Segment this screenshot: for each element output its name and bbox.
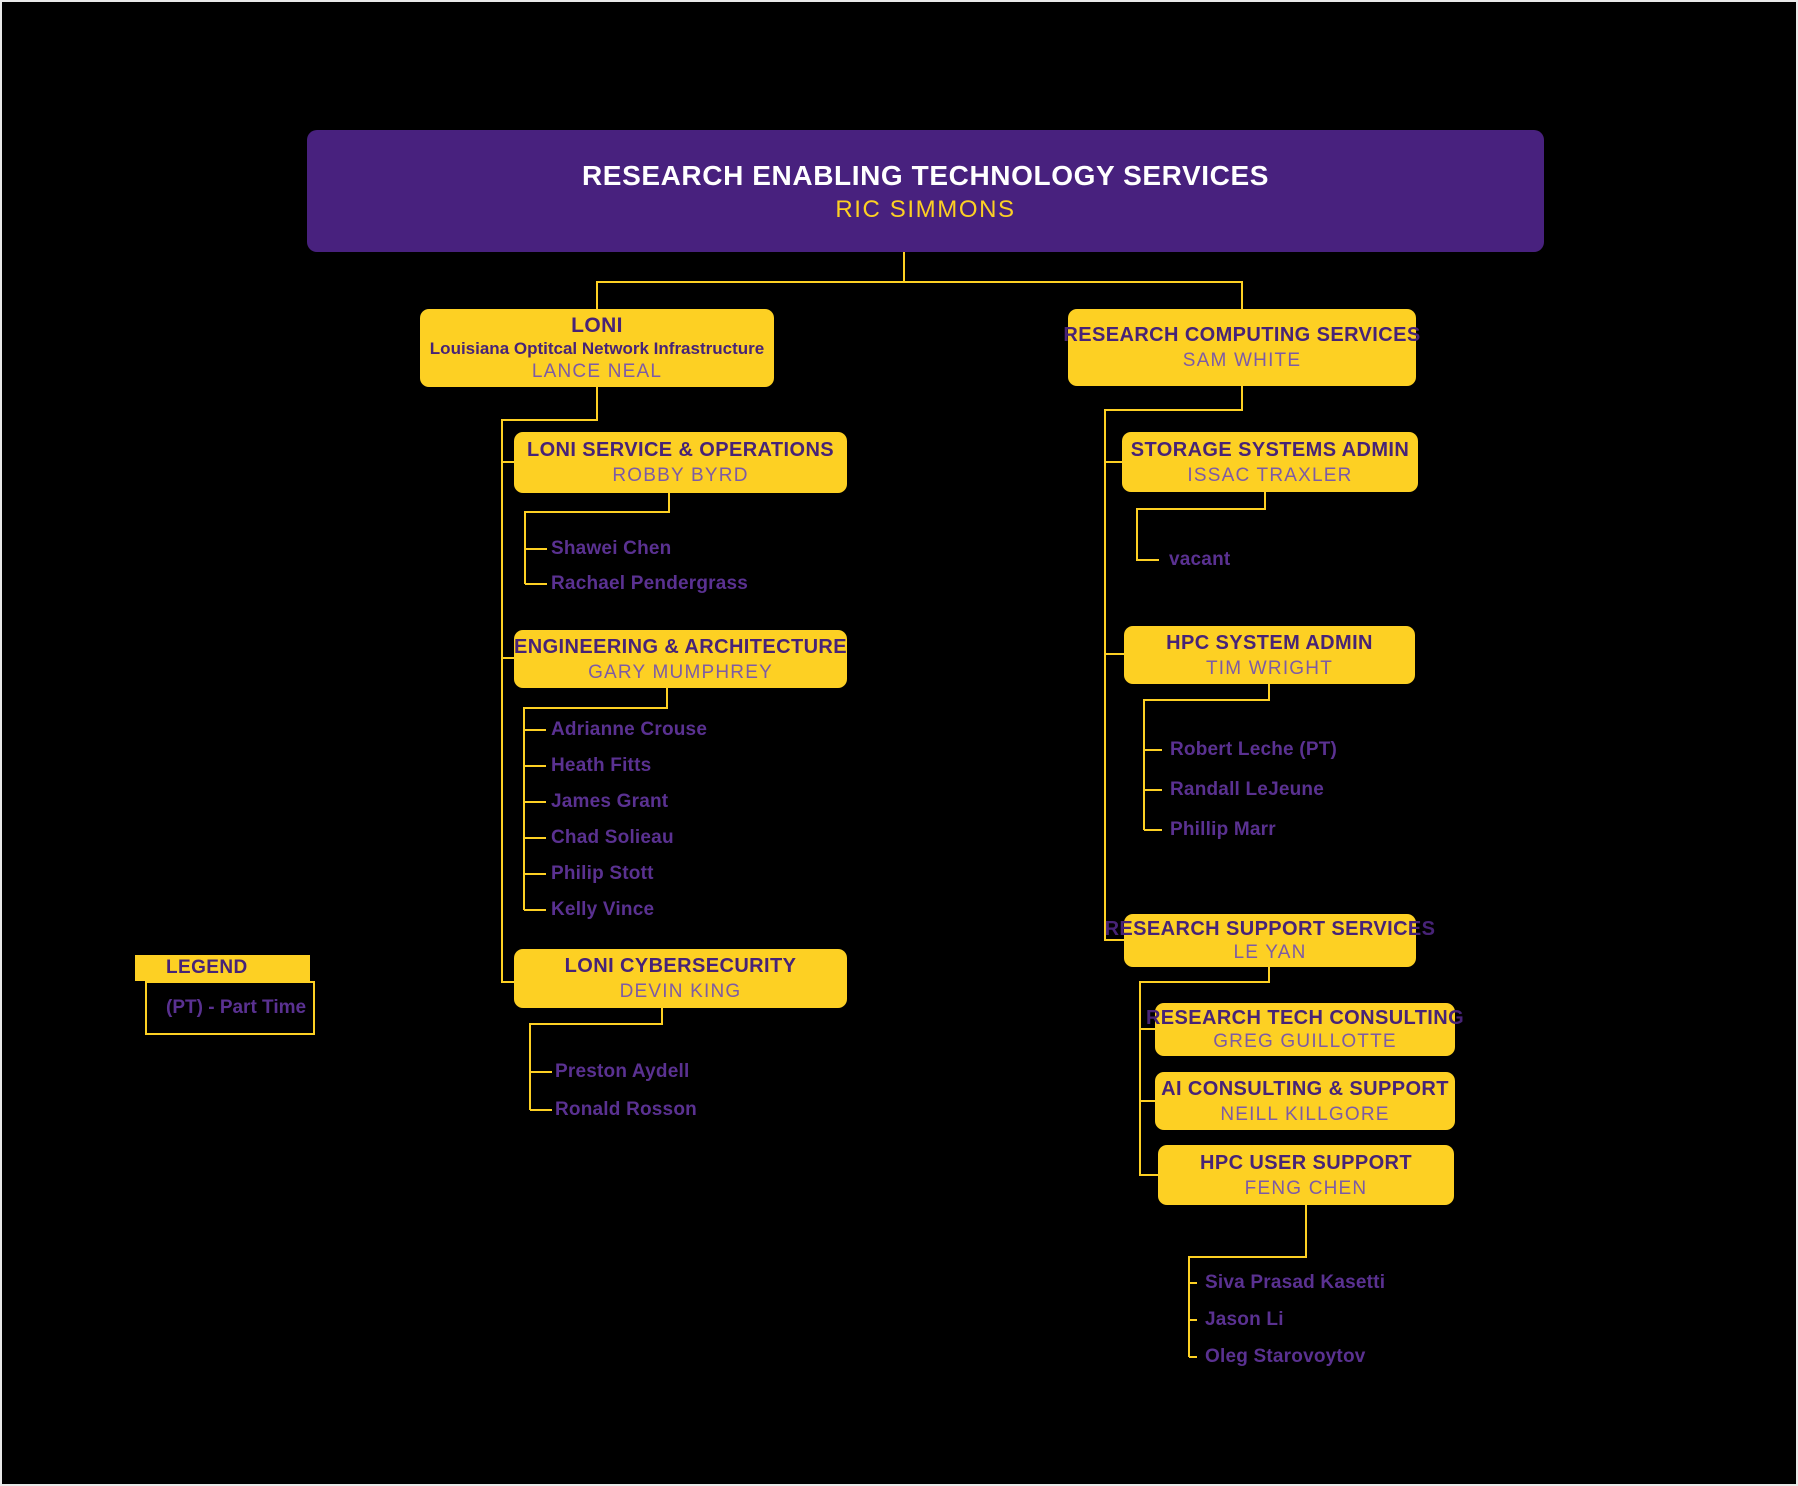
org-box-title: LONI SERVICE & OPERATIONS — [526, 439, 835, 461]
staff-name: James Grant — [551, 791, 669, 812]
staff-name: Philip Stott — [551, 863, 654, 884]
org-box-title: RESEARCH TECH CONSULTING — [1145, 1007, 1465, 1029]
connector-rss-rail — [1139, 967, 1270, 1176]
org-box-research-support-services: RESEARCH SUPPORT SERVICES LE YAN — [1105, 914, 1435, 967]
org-box-title: LONI — [571, 313, 623, 337]
org-box-research-tech-consulting: RESEARCH TECH CONSULTING GREG GUILLOTTE — [1146, 1003, 1464, 1056]
org-box-hpc-user-support: HPC USER SUPPORT FENG CHEN — [1158, 1145, 1454, 1205]
org-box-title: LONI CYBERSECURITY — [564, 955, 797, 977]
connector-eng-arch-staff — [523, 688, 668, 911]
org-box-loni-cybersecurity: LONI CYBERSECURITY DEVIN KING — [514, 949, 847, 1008]
connector-loni-cyber-staff — [529, 1008, 663, 1111]
org-box-person: LE YAN — [1233, 942, 1307, 963]
org-box-person: TIM WRIGHT — [1205, 657, 1334, 679]
connector-hpc-admin-staff — [1143, 684, 1270, 831]
legend-title: LEGEND — [166, 957, 248, 978]
org-box-person: ROBBY BYRD — [612, 465, 749, 486]
org-box-engineering-architecture: ENGINEERING & ARCHITECTURE GARY MUMPHREY — [514, 630, 847, 688]
legend-body: (PT) - Part Time — [145, 981, 315, 1035]
org-box-title: RESEARCH SUPPORT SERVICES — [1104, 918, 1436, 940]
connector-loni-service-staff — [524, 493, 670, 585]
org-box-title: ENGINEERING & ARCHITECTURE — [514, 635, 848, 658]
staff-name: Heath Fitts — [551, 755, 652, 776]
org-box-loni: LONI Louisiana Optitcal Network Infrastr… — [420, 309, 774, 387]
connector-storage-staff — [1136, 492, 1266, 561]
org-box-research-computing-services: RESEARCH COMPUTING SERVICES SAM WHITE — [1063, 309, 1420, 386]
staff-name: Randall LeJeune — [1170, 779, 1324, 800]
org-box-subtitle: Louisiana Optitcal Network Infrastructur… — [429, 338, 765, 358]
org-box-person: DEVIN KING — [619, 981, 742, 1002]
legend-entry: (PT) - Part Time — [166, 997, 307, 1018]
org-box-title: AI CONSULTING & SUPPORT — [1161, 1077, 1449, 1100]
org-box-title: HPC SYSTEM ADMIN — [1166, 631, 1373, 654]
legend-header: LEGEND — [135, 955, 310, 981]
org-box-person: GARY MUMPHREY — [588, 661, 773, 683]
staff-name: Rachael Pendergrass — [551, 573, 749, 594]
org-box-person: ISSAC TRAXLER — [1187, 464, 1353, 486]
org-box-person: RIC SIMMONS — [835, 195, 1016, 223]
org-box-person: FENG CHEN — [1244, 1177, 1368, 1199]
org-box-title: STORAGE SYSTEMS ADMIN — [1130, 438, 1410, 461]
org-box-title: RESEARCH ENABLING TECHNOLOGY SERVICES — [581, 159, 1270, 191]
connector-loni-rail — [501, 387, 598, 983]
org-box-research-enabling-technology-services: RESEARCH ENABLING TECHNOLOGY SERVICES RI… — [307, 130, 1544, 252]
org-box-hpc-system-admin: HPC SYSTEM ADMIN TIM WRIGHT — [1124, 626, 1415, 684]
org-box-title: HPC USER SUPPORT — [1200, 1151, 1412, 1174]
staff-name: Oleg Starovoytov — [1205, 1346, 1366, 1367]
staff-name: Preston Aydell — [555, 1061, 690, 1082]
staff-name: Jason Li — [1205, 1309, 1284, 1330]
staff-name: Ronald Rosson — [555, 1099, 697, 1120]
staff-name: Phillip Marr — [1170, 819, 1276, 840]
org-box-ai-consulting-support: AI CONSULTING & SUPPORT NEILL KILLGORE — [1155, 1072, 1455, 1130]
org-box-person: SAM WHITE — [1182, 350, 1302, 371]
org-box-storage-systems-admin: STORAGE SYSTEMS ADMIN ISSAC TRAXLER — [1122, 432, 1418, 492]
connector-rcs-rail — [1104, 386, 1243, 941]
org-box-title: RESEARCH COMPUTING SERVICES — [1063, 324, 1421, 346]
connector-hpc-user-staff — [1188, 1205, 1307, 1358]
staff-name: Adrianne Crouse — [551, 719, 708, 740]
connector-root-branch — [596, 252, 1243, 309]
staff-name: Robert Leche (PT) — [1170, 739, 1338, 760]
org-box-person: NEILL KILLGORE — [1220, 1103, 1390, 1125]
org-box-loni-service-operations: LONI SERVICE & OPERATIONS ROBBY BYRD — [514, 432, 847, 493]
staff-name: Chad Solieau — [551, 827, 674, 848]
staff-name: vacant — [1169, 549, 1231, 570]
staff-name: Kelly Vince — [551, 899, 655, 920]
staff-name: Shawei Chen — [551, 538, 672, 559]
staff-name: Siva Prasad Kasetti — [1205, 1272, 1386, 1293]
org-box-person: LANCE NEAL — [531, 360, 663, 382]
org-box-person: GREG GUILLOTTE — [1213, 1031, 1397, 1052]
